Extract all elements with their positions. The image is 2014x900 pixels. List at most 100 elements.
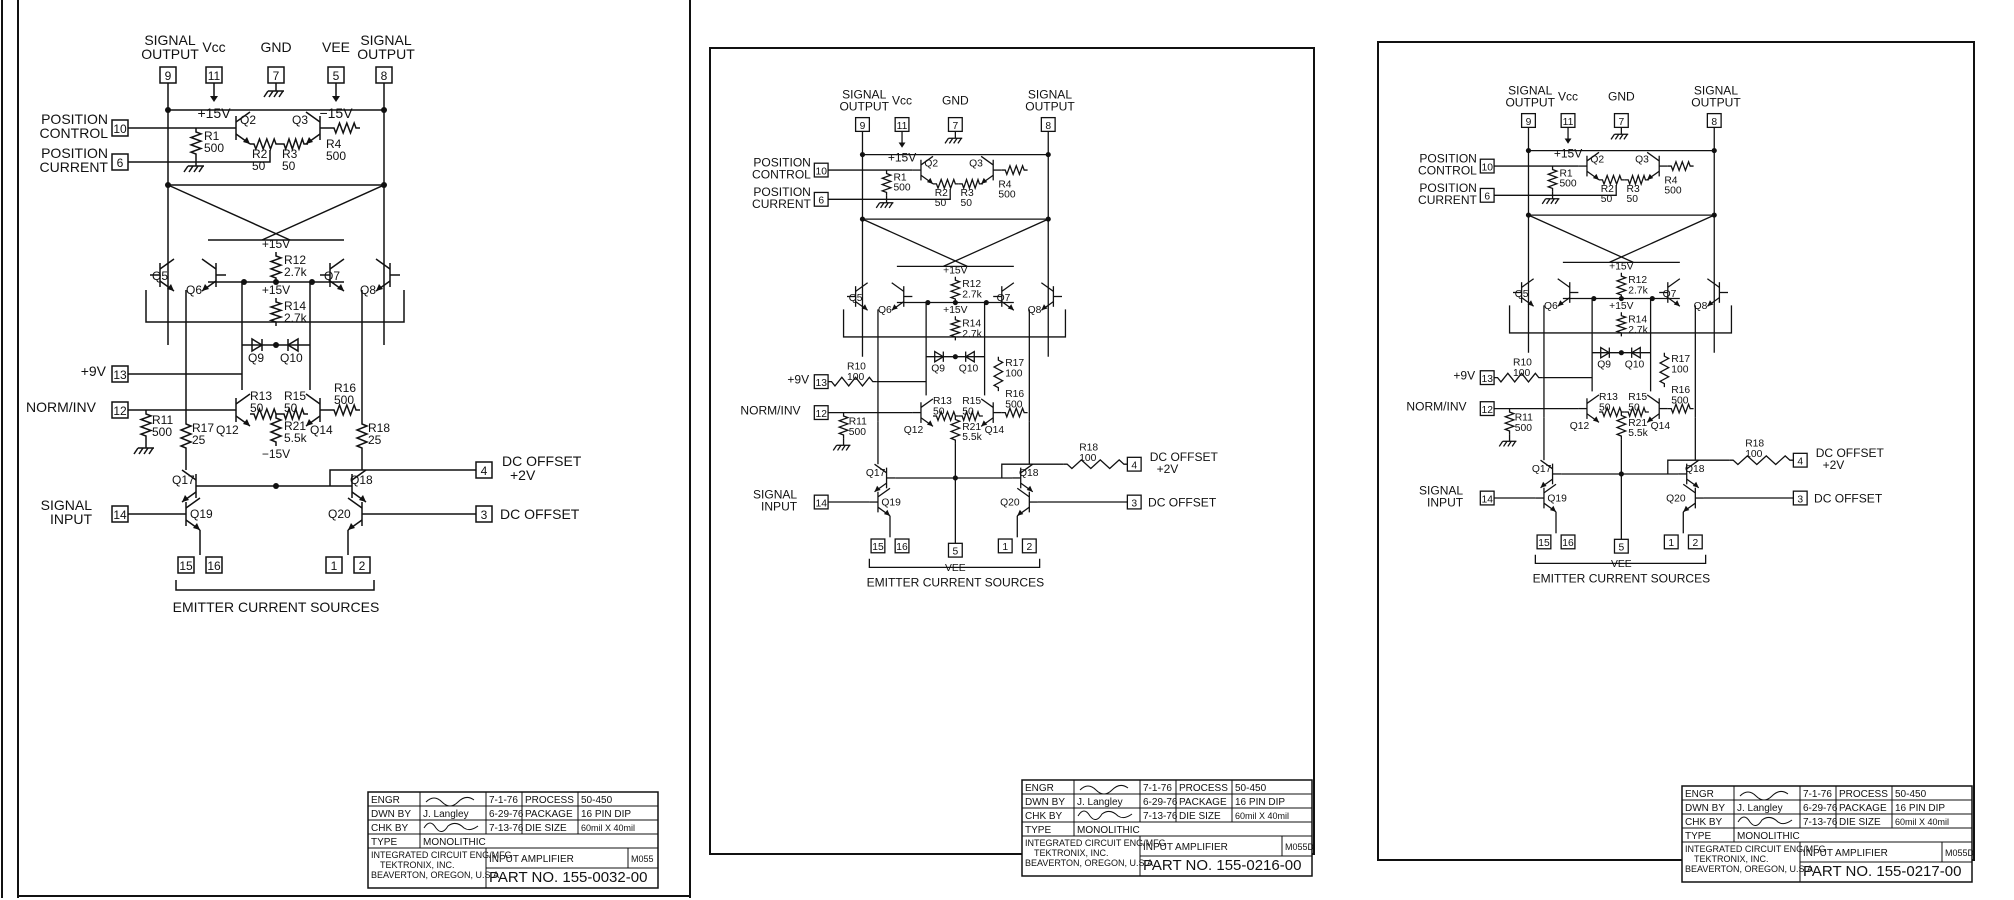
terminal-number: 14 bbox=[815, 498, 827, 509]
dc-offset-2v-value: +2V bbox=[1823, 458, 1845, 472]
ground-hatch bbox=[193, 165, 199, 173]
q5-label: Q5 bbox=[1515, 289, 1529, 300]
terminal-number: 12 bbox=[1481, 405, 1493, 416]
resistor-r1 bbox=[188, 128, 204, 158]
collector-lead bbox=[1686, 459, 1700, 470]
position-current-wire bbox=[1494, 185, 1617, 196]
r2-value: 50 bbox=[252, 159, 266, 173]
vcc-label: Vcc bbox=[892, 94, 912, 108]
terminal-number: 3 bbox=[481, 508, 488, 522]
position-current-label: CURRENT bbox=[752, 197, 811, 211]
tb-die: 60mil X 40mil bbox=[581, 823, 635, 833]
ground-hatch bbox=[1503, 440, 1508, 447]
terminal-number: 10 bbox=[1481, 162, 1493, 173]
q12-label: Q12 bbox=[216, 423, 239, 437]
q18-label: Q18 bbox=[350, 473, 373, 487]
terminal-number: 4 bbox=[1131, 461, 1137, 472]
resistor-r14 bbox=[268, 298, 284, 326]
r14-label: R14 bbox=[284, 299, 306, 313]
plus9v-label: +9V bbox=[81, 363, 107, 379]
position-current-label: POSITION bbox=[1419, 181, 1477, 195]
transistor-q7 bbox=[337, 284, 344, 291]
tb-engr-date: 7-1-76 bbox=[1803, 789, 1832, 800]
plus9v-label: +9V bbox=[787, 372, 809, 386]
r3-value: 50 bbox=[282, 159, 296, 173]
q14-label: Q14 bbox=[1651, 421, 1671, 432]
terminal-number: 6 bbox=[117, 156, 124, 170]
r10-label: R10 bbox=[1513, 358, 1532, 369]
collector-lead bbox=[185, 497, 201, 509]
transistor-q3 bbox=[306, 137, 313, 144]
ground-hatch bbox=[1610, 133, 1616, 140]
tb-die: 60mil X 40mil bbox=[1895, 817, 1949, 827]
terminal-number: 7 bbox=[952, 121, 958, 132]
terminal-number: 9 bbox=[1526, 117, 1532, 128]
ground-hatch bbox=[183, 165, 189, 173]
dc-offset-wire bbox=[329, 469, 476, 486]
ground-hatch bbox=[143, 447, 149, 455]
title-block-frame bbox=[1681, 785, 1973, 883]
r17-label: R17 bbox=[1005, 358, 1024, 369]
vcc-arrow bbox=[1564, 138, 1572, 144]
terminal-number: 2 bbox=[1026, 542, 1032, 553]
q20-label: Q20 bbox=[328, 507, 351, 521]
resistor-r12 bbox=[1615, 272, 1628, 299]
dc-offset-2v-label: DC OFFSET bbox=[502, 453, 582, 469]
r21-value: 5.5k bbox=[962, 432, 982, 443]
resistor-r12 bbox=[949, 276, 962, 303]
plus9v-label: +9V bbox=[1453, 368, 1475, 382]
transistor-q6 bbox=[891, 304, 898, 311]
terminal-number: 15 bbox=[872, 542, 884, 553]
q2-label: Q2 bbox=[240, 113, 256, 127]
r4-label: R4 bbox=[326, 137, 342, 151]
vcc-arrow bbox=[898, 142, 906, 148]
q9-label: Q9 bbox=[931, 363, 945, 374]
tb-code: M055D bbox=[1285, 842, 1315, 852]
signal-input-label: SIGNAL bbox=[753, 488, 797, 502]
position-control-label: POSITION bbox=[753, 156, 811, 170]
terminal-t1 bbox=[325, 556, 343, 574]
collector-lead bbox=[235, 393, 251, 405]
collector-lead bbox=[1016, 487, 1030, 498]
r4-value: 500 bbox=[326, 149, 346, 163]
q20-label: Q20 bbox=[1666, 493, 1686, 504]
collector-lead bbox=[347, 497, 363, 509]
collector-lead bbox=[235, 111, 251, 123]
r11-label: R11 bbox=[1515, 413, 1533, 424]
collector-lead bbox=[877, 487, 891, 498]
q10-label: Q10 bbox=[280, 351, 303, 365]
terminal-number: 5 bbox=[952, 547, 958, 558]
vee-bottom-label: VEE bbox=[945, 563, 966, 574]
terminal-number: 8 bbox=[381, 69, 388, 83]
r1-label: R1 bbox=[1559, 168, 1572, 179]
gnd-label: GND bbox=[942, 94, 969, 108]
ground-hatch bbox=[1507, 440, 1512, 447]
r15-value: 50 bbox=[1628, 402, 1640, 413]
q8-label: Q8 bbox=[1028, 305, 1042, 316]
r21-value: 5.5k bbox=[284, 431, 308, 445]
r15-value: 50 bbox=[962, 406, 974, 417]
chk-signature bbox=[423, 822, 479, 832]
ground-hatch bbox=[944, 137, 950, 144]
r10-value: 100 bbox=[847, 372, 864, 383]
signal-output-label: OUTPUT bbox=[1505, 96, 1555, 110]
position-control-label: POSITION bbox=[1419, 152, 1477, 166]
circuit-drawing: SIGNALOUTPUT9Vcc11+15VGND7SIGNALOUTPUT8P… bbox=[740, 88, 1218, 590]
collector-lead bbox=[1646, 151, 1660, 162]
terminal-t2 bbox=[1021, 538, 1037, 554]
position-control-label: CONTROL bbox=[1418, 164, 1477, 178]
dc-offset-wire bbox=[1667, 459, 1730, 474]
r11-label: R11 bbox=[849, 417, 867, 428]
r2-label: R2 bbox=[935, 188, 948, 199]
junction-dot bbox=[273, 483, 279, 489]
cross-wire-a bbox=[1528, 214, 1634, 263]
ground-hatch bbox=[880, 202, 885, 209]
ground-hatch bbox=[957, 137, 962, 144]
tb-company-line1: INTEGRATED CIRCUIT ENG/MFG bbox=[1685, 844, 1826, 854]
terminal-number: 6 bbox=[818, 196, 824, 207]
terminal-t5 bbox=[1613, 538, 1629, 554]
tb-company-line3: BEAVERTON, OREGON, U.S.A. bbox=[1025, 858, 1156, 868]
terminal-number: 16 bbox=[207, 559, 221, 573]
transistor-q3 bbox=[981, 177, 988, 184]
engr-signature bbox=[1739, 790, 1789, 801]
